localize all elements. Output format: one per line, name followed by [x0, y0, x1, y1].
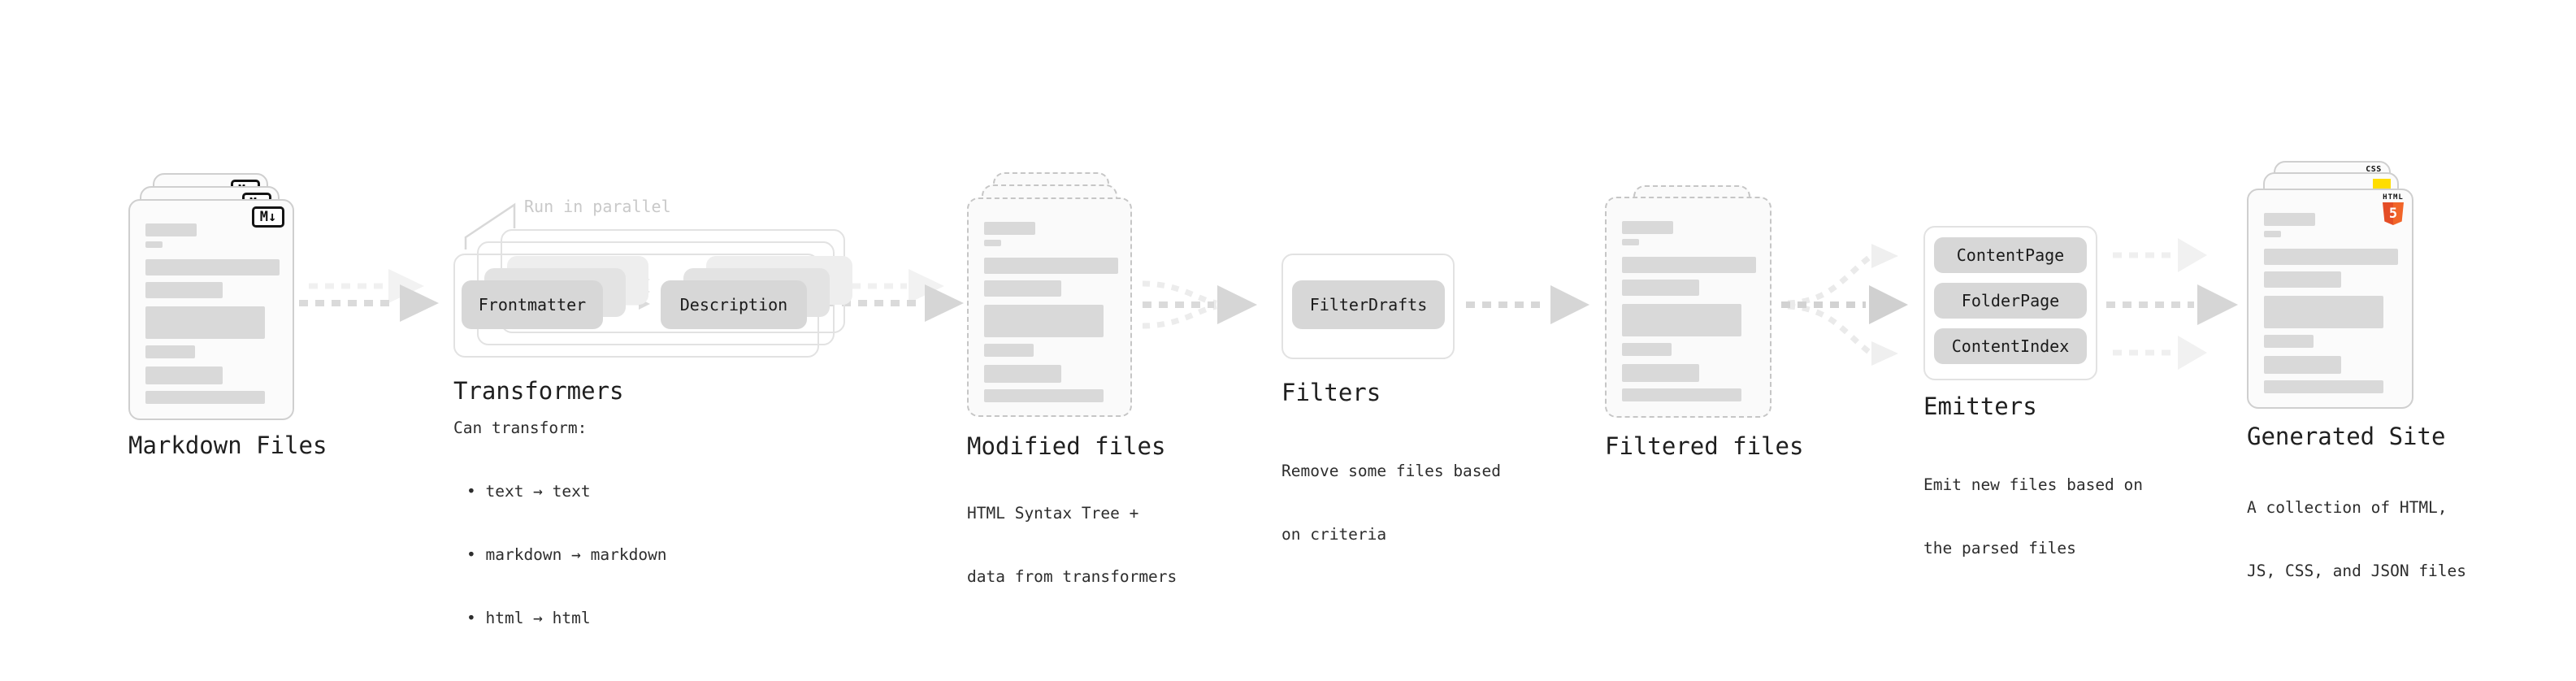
text-line-bar — [145, 367, 223, 384]
modified-file-card-front — [967, 197, 1132, 417]
arrowhead — [925, 284, 964, 322]
merge-curve-bottom — [1142, 303, 1217, 329]
html5-icon-label: HTML — [2383, 193, 2404, 202]
fork-curve-top — [1787, 255, 1871, 306]
text-line-bar — [1622, 343, 1672, 356]
html5-icon: HTML 5 — [2382, 194, 2405, 225]
filtered-files-label: Filtered files — [1605, 432, 1804, 460]
placeholder-text-lines — [2264, 213, 2398, 393]
arrows-emitters-to-site — [2106, 238, 2238, 370]
text-line-bar — [984, 365, 1061, 383]
text-line-bar — [1622, 364, 1699, 382]
sublabel-line: the parsed files — [1923, 539, 2076, 557]
text-line-bar — [145, 282, 223, 298]
transformers-bullet-list: text → text markdown → markdown html → h… — [455, 439, 667, 671]
folderpage-pill: FolderPage — [1934, 283, 2087, 319]
generated-site-sublabel: A collection of HTML, JS, CSS, and JSON … — [2247, 455, 2466, 624]
emitters-sublabel: Emit new files based on the parsed files — [1923, 432, 2143, 601]
text-line-bar — [145, 391, 265, 404]
text-line-bar — [2264, 271, 2341, 288]
text-line-bar — [984, 222, 1035, 235]
sublabel-line: data from transformers — [967, 567, 1177, 586]
arrowhead — [1217, 285, 1257, 324]
placeholder-text-lines — [984, 222, 1118, 402]
text-line-bar — [145, 306, 265, 339]
filterdrafts-pill: FilterDrafts — [1292, 280, 1445, 329]
text-line-bar — [984, 305, 1104, 337]
text-line-bar — [145, 223, 197, 236]
text-line-bar — [2264, 356, 2341, 374]
text-line-bar — [984, 258, 1118, 274]
contentpage-pill: ContentPage — [1934, 237, 2087, 273]
text-line-bar — [2264, 213, 2315, 226]
arrow-markdown-to-transformers — [299, 269, 439, 322]
sublabel-line: JS, CSS, and JSON files — [2247, 562, 2467, 580]
sublabel-line: Emit new files based on — [1923, 475, 2144, 494]
emitters-label: Emitters — [1923, 393, 2037, 420]
text-line-bar — [1622, 388, 1741, 401]
run-in-parallel-annotation: Run in parallel — [524, 197, 671, 216]
text-line-bar — [2264, 231, 2281, 237]
filters-label: Filters — [1281, 379, 1381, 406]
html5-number: 5 — [2388, 205, 2398, 222]
arrow-modified-to-filters — [1142, 280, 1257, 329]
text-line-bar — [2264, 335, 2314, 348]
transformers-label: Transformers — [453, 377, 624, 405]
text-line-bar — [1622, 239, 1639, 245]
sublabel-line: Remove some files based — [1281, 462, 1502, 480]
modified-files-label: Modified files — [967, 432, 1166, 460]
text-line-bar — [984, 344, 1034, 357]
transformers-description-title: Can transform: — [453, 419, 588, 437]
arrowhead — [2178, 238, 2207, 272]
description-pill: Description — [661, 280, 807, 329]
arrowhead — [1871, 341, 1898, 366]
contentindex-pill: ContentIndex — [1934, 328, 2087, 364]
markdown-file-card-front: M↓ — [128, 199, 294, 420]
placeholder-text-lines — [1622, 221, 1756, 401]
sublabel-line: on criteria — [1281, 525, 1387, 544]
text-line-bar — [1622, 280, 1699, 296]
arrowhead — [388, 269, 424, 303]
text-line-bar — [2264, 296, 2383, 328]
sublabel-line: HTML Syntax Tree + — [967, 504, 1139, 523]
fork-curve-bottom — [1787, 303, 1871, 354]
text-line-bar — [984, 389, 1104, 402]
arrowhead — [909, 269, 944, 303]
arrowhead — [400, 284, 439, 322]
filters-sublabel: Remove some files based on criteria — [1281, 419, 1501, 588]
arrowhead — [1550, 285, 1589, 324]
arrowhead — [1871, 244, 1898, 268]
html5-shield: 5 — [2383, 202, 2404, 225]
filtered-file-card-front — [1605, 197, 1772, 418]
arrowhead — [2197, 284, 2238, 325]
bullet-item: html → html — [455, 608, 667, 629]
arrowhead — [1869, 285, 1908, 324]
text-line-bar — [984, 280, 1061, 297]
frontmatter-pill: Frontmatter — [462, 280, 603, 329]
generated-site-label: Generated Site — [2247, 423, 2446, 450]
arrow-filtered-to-emitters — [1781, 244, 1908, 366]
text-line-bar — [984, 240, 1001, 246]
text-line-bar — [1622, 221, 1673, 234]
modified-files-sublabel: HTML Syntax Tree + data from transformer… — [967, 461, 1177, 630]
text-line-bar — [1622, 257, 1756, 273]
text-line-bar — [1622, 304, 1741, 336]
text-line-bar — [145, 259, 280, 275]
site-file-card-html: HTML 5 — [2247, 189, 2413, 409]
placeholder-text-lines — [145, 223, 280, 404]
markdown-files-label: Markdown Files — [128, 432, 327, 459]
js-icon — [2373, 179, 2391, 189]
bullet-item: text → text — [455, 481, 667, 502]
text-line-bar — [145, 345, 195, 358]
text-line-bar — [2264, 249, 2398, 265]
bullet-item: markdown → markdown — [455, 544, 666, 566]
arrow-filters-to-filtered — [1466, 285, 1589, 324]
text-line-bar — [145, 241, 163, 248]
sublabel-line: A collection of HTML, — [2247, 498, 2448, 517]
merge-curve-top — [1142, 280, 1217, 306]
arrowhead — [2178, 336, 2207, 370]
css-icon-label: CSS — [2366, 165, 2382, 174]
markdown-icon: M↓ — [252, 206, 284, 228]
text-line-bar — [2264, 380, 2383, 393]
